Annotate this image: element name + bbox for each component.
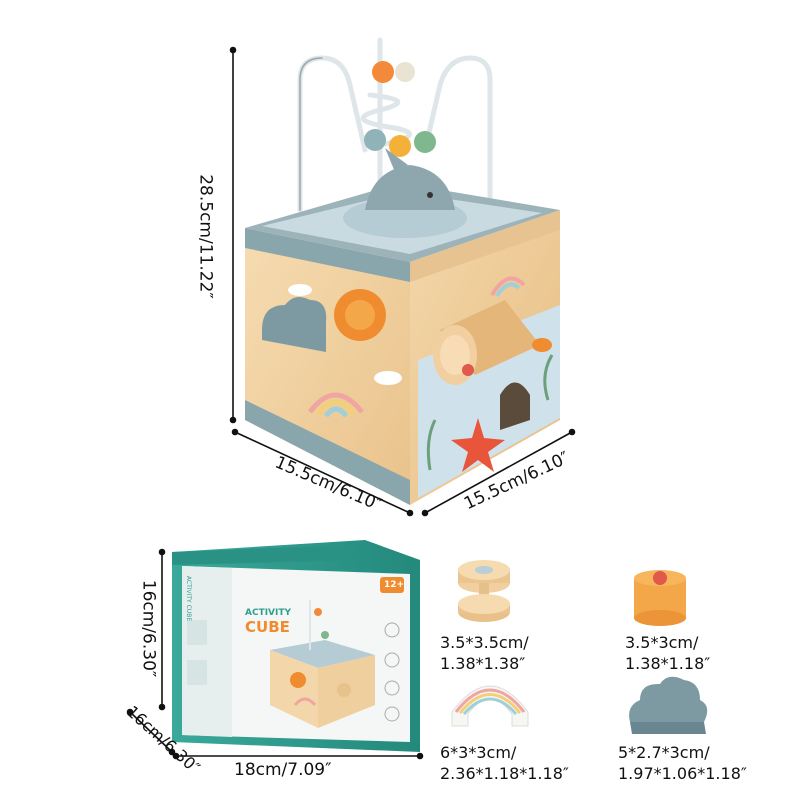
- part-label-sun: 3.5*3cm/ 1.38*1.18″: [625, 632, 710, 674]
- part-rainbow-line1: 6*3*3cm/: [440, 743, 517, 762]
- part-label-cloud: 5*2.7*3cm/ 1.97*1.06*1.18″: [618, 742, 747, 784]
- part-roller-line1: 3.5*3.5cm/: [440, 633, 529, 652]
- box-spine-text: ACTIVITY CUBE: [185, 575, 193, 622]
- activity-cube: [245, 37, 560, 505]
- age-badge: [380, 577, 404, 593]
- box-title-line2: CUBE: [245, 618, 290, 636]
- roller-mechanism: [433, 300, 540, 385]
- dimension-lines-cube: [229, 46, 576, 517]
- part-sun-block: [634, 570, 686, 626]
- box-width-label: 18cm/7.09″: [234, 760, 332, 780]
- cloud-shape-left: [262, 296, 327, 352]
- whale-figure: [365, 148, 455, 210]
- part-rainbow: [451, 685, 529, 727]
- part-roller-line2: 1.38*1.38″: [440, 654, 526, 673]
- part-roller: [458, 560, 510, 622]
- part-cloud-line1: 5*2.7*3cm/: [618, 743, 710, 762]
- part-label-roller: 3.5*3.5cm/ 1.38*1.38″: [440, 632, 529, 674]
- part-cloud: [629, 676, 708, 734]
- box-height-label: 16cm/6.30″: [138, 579, 159, 678]
- box-title-line1: ACTIVITY: [245, 608, 292, 618]
- product-box: [172, 540, 420, 752]
- part-rainbow-line2: 2.36*1.18*1.18″: [440, 764, 569, 783]
- age-badge-text: 12+: [384, 580, 405, 590]
- part-sun-line1: 3.5*3cm/: [625, 633, 699, 652]
- starfish: [451, 418, 505, 472]
- cube-height-label: 28.5cm/11.22″: [195, 174, 216, 299]
- part-cloud-line2: 1.97*1.06*1.18″: [618, 764, 747, 783]
- part-label-rainbow: 6*3*3cm/ 2.36*1.18*1.18″: [440, 742, 569, 784]
- rainbow-shape-left: [307, 392, 364, 418]
- part-sun-line2: 1.38*1.18″: [625, 654, 711, 673]
- dimension-lines-box: [126, 548, 424, 760]
- tunnel-opening: [500, 382, 530, 430]
